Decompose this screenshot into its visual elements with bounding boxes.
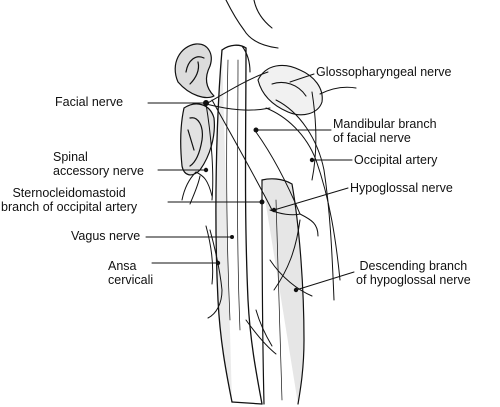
leader-hypoglossal-nerve xyxy=(273,187,349,211)
label-vagus-nerve: Vagus nerve xyxy=(71,229,141,243)
mandible-illustration xyxy=(180,103,215,176)
label-ansa-cervicali: Ansa cervicali xyxy=(108,259,154,287)
skull-base-illustration xyxy=(225,0,279,73)
gland-illustration xyxy=(257,64,323,116)
label-occipital-artery: Occipital artery xyxy=(354,153,438,167)
ear-illustration xyxy=(174,43,215,99)
label-facial-nerve: Facial nerve xyxy=(55,95,124,109)
label-scm-branch: Sternocleidomastoid branch of occipital … xyxy=(1,186,138,214)
carotid-illustration xyxy=(261,178,305,405)
label-spinal-accessory-nerve: Spinal accessory nerve xyxy=(53,150,145,178)
label-mandibular-branch: Mandibular branch of facial nerve xyxy=(333,117,437,145)
leader-lines xyxy=(145,73,355,291)
label-hypoglossal-nerve: Hypoglossal nerve xyxy=(350,181,453,195)
leader-descending-branch xyxy=(295,271,355,291)
label-glossopharyngeal-nerve: Glossopharyngeal nerve xyxy=(316,65,452,79)
neck-vessels-illustration xyxy=(215,44,263,405)
label-descending-branch: Descending branch of hypoglossal nerve xyxy=(356,259,471,287)
leader-dots xyxy=(203,100,315,293)
leader-glossopharyngeal-nerve xyxy=(289,73,315,83)
